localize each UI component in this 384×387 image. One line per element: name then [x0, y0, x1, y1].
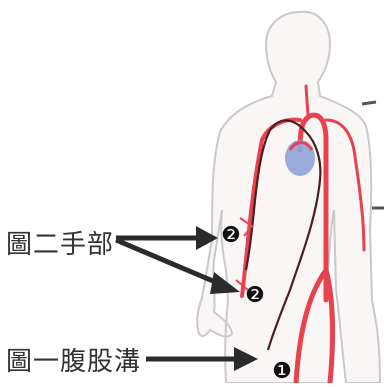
- label-figure1-groin: 圖一腹股溝: [6, 341, 141, 378]
- carotid-artery: [306, 86, 308, 116]
- arrow-hand-lower: [116, 240, 220, 284]
- label-figure2-hand: 圖二手部: [6, 224, 114, 261]
- heart-icon: [285, 140, 315, 176]
- body-outline: [197, 12, 380, 383]
- marker-1: ❶: [272, 359, 292, 383]
- marker-2-lower: ❷: [245, 283, 265, 308]
- marker-2-upper: ❷: [221, 223, 241, 248]
